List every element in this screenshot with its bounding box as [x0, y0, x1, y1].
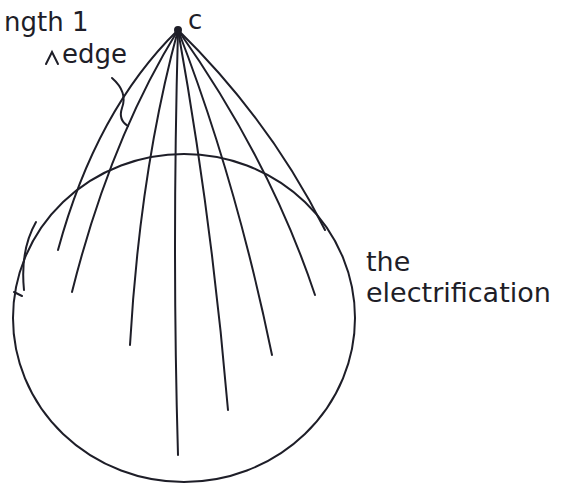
stroke-mark [23, 222, 36, 290]
apex-point [175, 27, 181, 33]
fan-line [178, 30, 228, 410]
leader-hook [112, 78, 128, 126]
stroke-mark [14, 292, 22, 296]
fan-line [178, 30, 325, 230]
fan-line [178, 30, 315, 295]
fan-line [130, 30, 178, 345]
sphere-outline [13, 154, 355, 482]
handwritten-label: edge [62, 40, 127, 70]
region-label: the electrification [366, 246, 570, 308]
handwritten-label: ngth 1 [4, 8, 88, 38]
point-label: c [188, 6, 202, 36]
caret-mark [46, 52, 58, 64]
fan-line [72, 30, 178, 292]
fan-line [58, 30, 178, 250]
fan-line [175, 30, 178, 455]
